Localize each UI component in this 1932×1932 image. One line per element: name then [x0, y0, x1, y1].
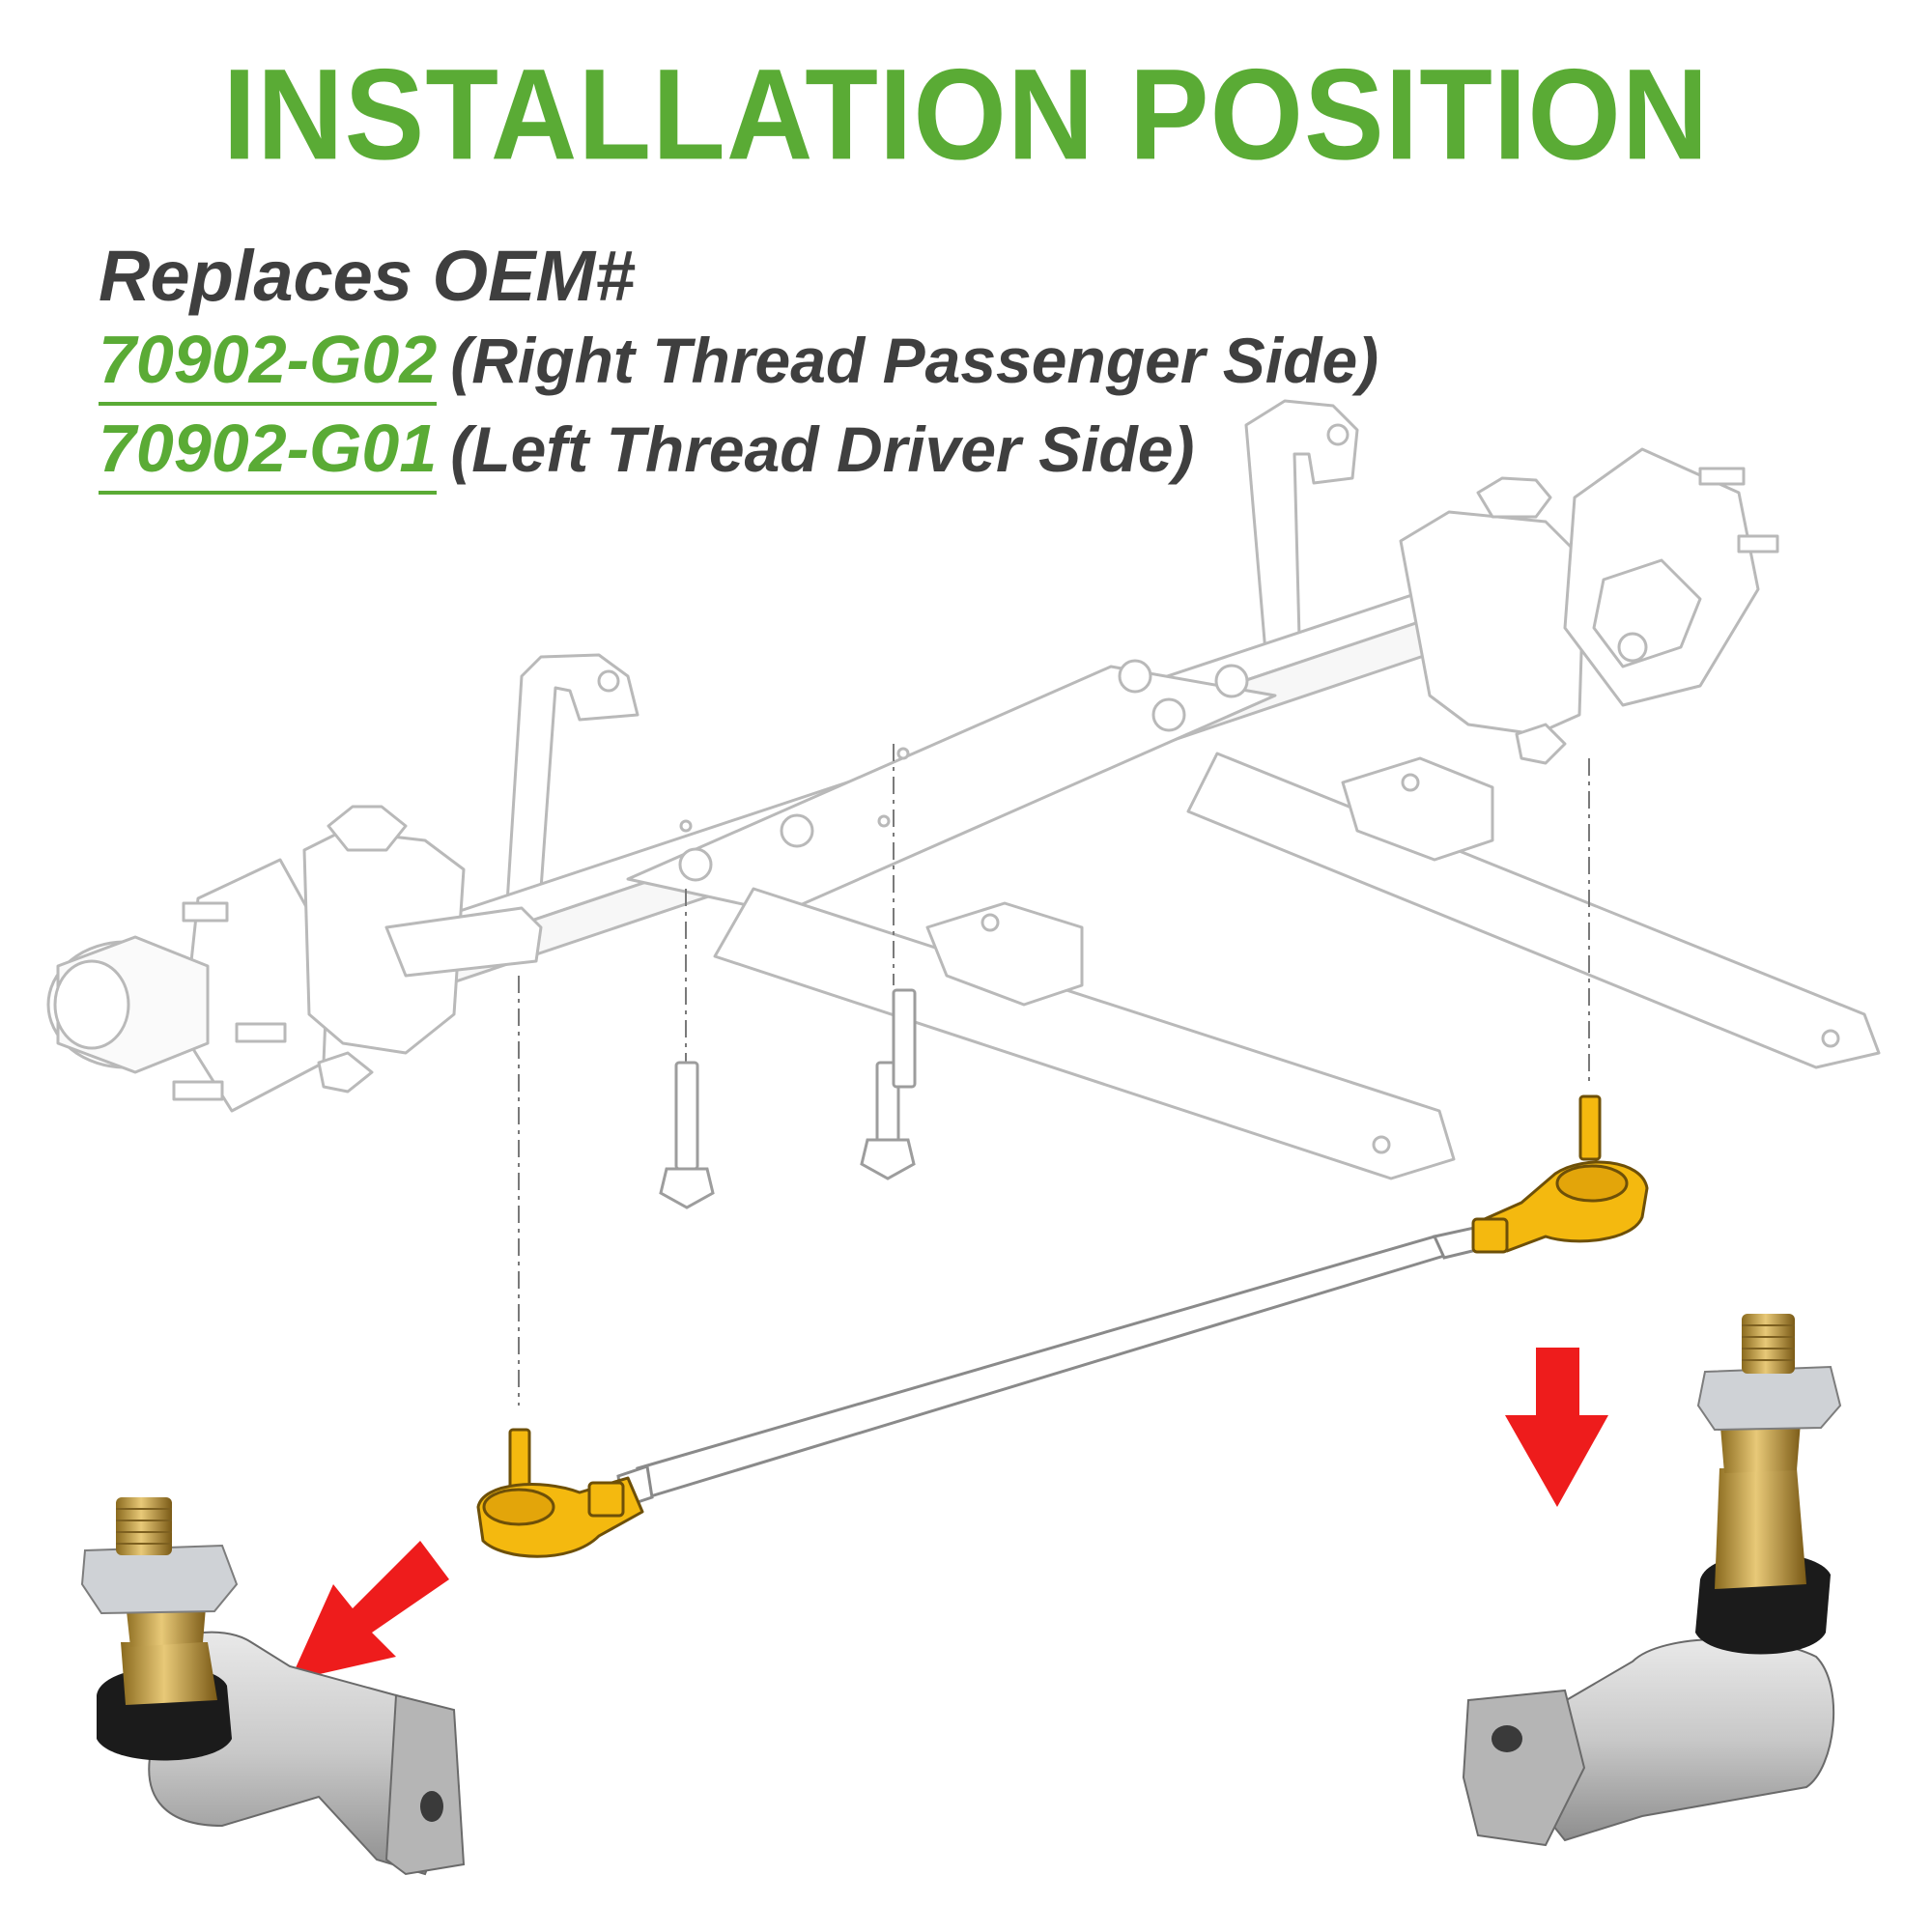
page-title: INSTALLATION POSITION — [222, 43, 1710, 187]
arrow-down-icon — [1505, 1348, 1608, 1507]
oem-desc-left: (Left Thread Driver Side) — [450, 413, 1195, 485]
oem-part-row: 70902-G01 (Left Thread Driver Side) — [99, 410, 1378, 498]
oem-info: Replaces OEM# 70902-G02 (Right Thread Pa… — [99, 232, 1378, 498]
kingpin-right — [1399, 510, 1586, 736]
oem-desc-right: (Right Thread Passenger Side) — [450, 325, 1379, 396]
tie-rod-shaft — [636, 1235, 1447, 1499]
leaf-spring-left — [713, 887, 1456, 1180]
guide-lines — [518, 744, 1590, 1406]
spring-plate — [626, 665, 1277, 915]
arrow-down-left-icon — [290, 1541, 449, 1681]
tie-rod-end-photo-right — [1462, 1314, 1842, 1847]
leaf-spring-right — [1186, 752, 1881, 1069]
tie-rod-end-left-highlight — [476, 1428, 644, 1558]
tie-rod-end-photo-left — [80, 1497, 466, 1876]
u-bolts — [659, 988, 917, 1209]
front-axle — [46, 399, 1881, 1180]
oem-part-row: 70902-G02 (Right Thread Passenger Side) — [99, 321, 1378, 410]
oem-code-left: 70902-G01 — [99, 410, 438, 495]
tie-rod — [476, 1094, 1649, 1558]
oem-code-right: 70902-G02 — [99, 321, 438, 406]
oem-heading: Replaces OEM# — [99, 236, 636, 316]
tie-rod-end-right-highlight — [1471, 1094, 1649, 1254]
